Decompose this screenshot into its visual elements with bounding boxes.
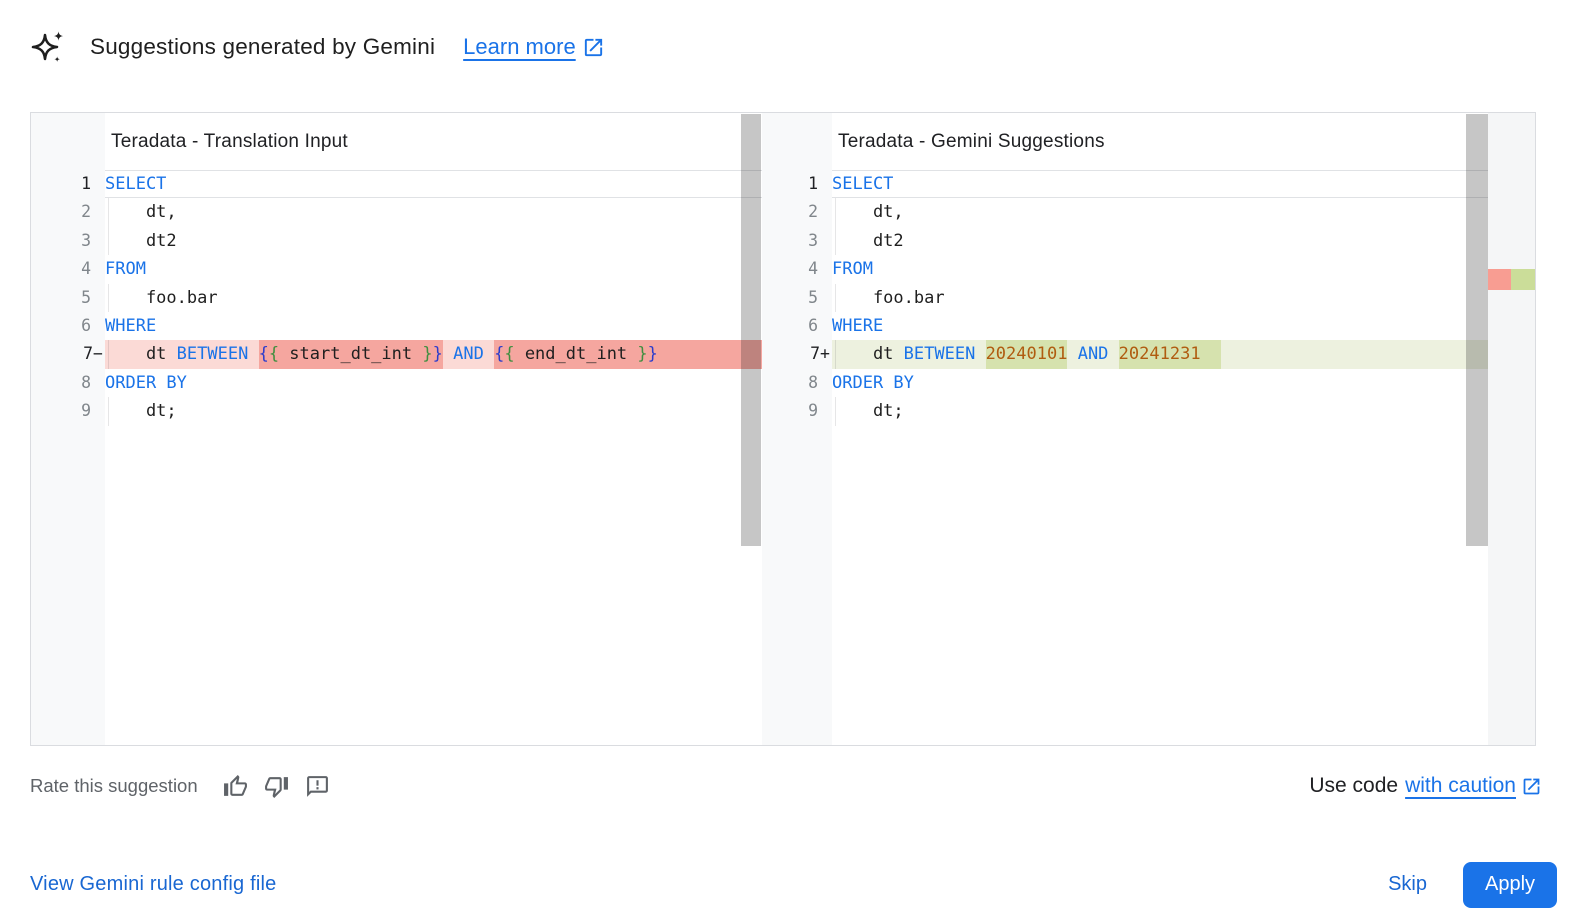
- line-number: 4: [808, 259, 818, 279]
- line-number: 5: [808, 287, 818, 307]
- apply-button[interactable]: Apply: [1463, 861, 1557, 908]
- code-line: foo.bar: [832, 283, 1488, 312]
- line-number: 7−: [83, 344, 103, 364]
- code-line: dt2: [832, 226, 1488, 256]
- code-line: dt;: [832, 397, 1488, 426]
- rate-row: Rate this suggestion Use code with cauti…: [30, 768, 1542, 804]
- thumb-up-button[interactable]: [223, 773, 249, 799]
- code-line: ORDER BY: [832, 372, 914, 393]
- gemini-suggestions-pane: 1 2 3 4 5 6 7+ 8 9 Teradata - Gemini Suggestions…: [762, 113, 1535, 745]
- code-line: dt BETWEEN {{ start_dt_int }} AND {{ end…: [105, 340, 762, 369]
- use-code-text: Use code: [1309, 774, 1399, 797]
- diff-marker-addition: [1511, 269, 1535, 290]
- pane-title-input: Teradata - Translation Input: [111, 130, 348, 152]
- code-line: dt BETWEEN 20240101 AND 20241231: [832, 340, 1488, 369]
- action-row: View Gemini rule config file Skip Apply: [30, 861, 1557, 908]
- diff-overview-ruler: [1488, 113, 1535, 745]
- line-number: 1: [808, 174, 818, 193]
- line-number: 6: [81, 315, 91, 335]
- code-line: WHERE: [105, 315, 157, 336]
- code-line: SELECT: [832, 170, 1488, 199]
- line-number: 3: [808, 230, 818, 250]
- line-number: 6: [808, 315, 818, 335]
- use-code-notice: Use code with caution: [1309, 774, 1542, 798]
- thumb-up-icon: [224, 774, 248, 796]
- header: Suggestions generated by Gemini Learn mo…: [30, 26, 605, 68]
- learn-more-link[interactable]: Learn more: [463, 34, 605, 60]
- line-number-gutter: [762, 113, 832, 745]
- skip-button[interactable]: Skip: [1370, 863, 1445, 906]
- page-title: Suggestions generated by Gemini: [90, 34, 436, 59]
- thumb-down-icon: [265, 776, 289, 798]
- code-line: dt,: [105, 198, 762, 227]
- diff-marker-deletion: [1488, 269, 1511, 290]
- line-number: 5: [81, 287, 91, 307]
- gemini-spark-icon: [31, 31, 64, 62]
- line-number: 2: [808, 202, 818, 222]
- line-number-gutter: [31, 113, 105, 745]
- line-number: 2: [81, 202, 91, 222]
- scrollbar-thumb[interactable]: [1466, 114, 1488, 546]
- open-in-new-icon: [584, 38, 602, 56]
- rate-label: Rate this suggestion: [30, 775, 198, 796]
- code-line: foo.bar: [105, 283, 762, 312]
- code-line: WHERE: [832, 315, 884, 336]
- code-line: dt,: [832, 198, 1488, 227]
- view-rule-config-link[interactable]: View Gemini rule config file: [30, 873, 277, 895]
- line-number: 7+: [810, 344, 830, 364]
- line-number: 9: [808, 401, 818, 421]
- line-number: 9: [81, 401, 91, 421]
- code-line: dt;: [105, 397, 762, 426]
- code-line: ORDER BY: [105, 372, 187, 393]
- with-caution-link[interactable]: with caution: [1405, 774, 1516, 797]
- open-in-new-icon: [1523, 778, 1540, 794]
- line-number: 1: [81, 174, 91, 193]
- scrollbar-thumb[interactable]: [741, 114, 761, 546]
- pane-title-suggestions: Teradata - Gemini Suggestions: [838, 130, 1105, 152]
- code-line: FROM: [832, 259, 873, 280]
- line-number: 4: [81, 259, 91, 279]
- line-number: 8: [81, 372, 91, 392]
- code-line: dt2: [105, 226, 762, 256]
- thumb-down-button[interactable]: [264, 773, 290, 799]
- code-line: FROM: [105, 259, 146, 280]
- code-line: SELECT: [105, 170, 762, 199]
- feedback-icon: [307, 775, 329, 797]
- line-number: 8: [808, 372, 818, 392]
- feedback-button[interactable]: [305, 773, 331, 799]
- line-number: 3: [81, 230, 91, 250]
